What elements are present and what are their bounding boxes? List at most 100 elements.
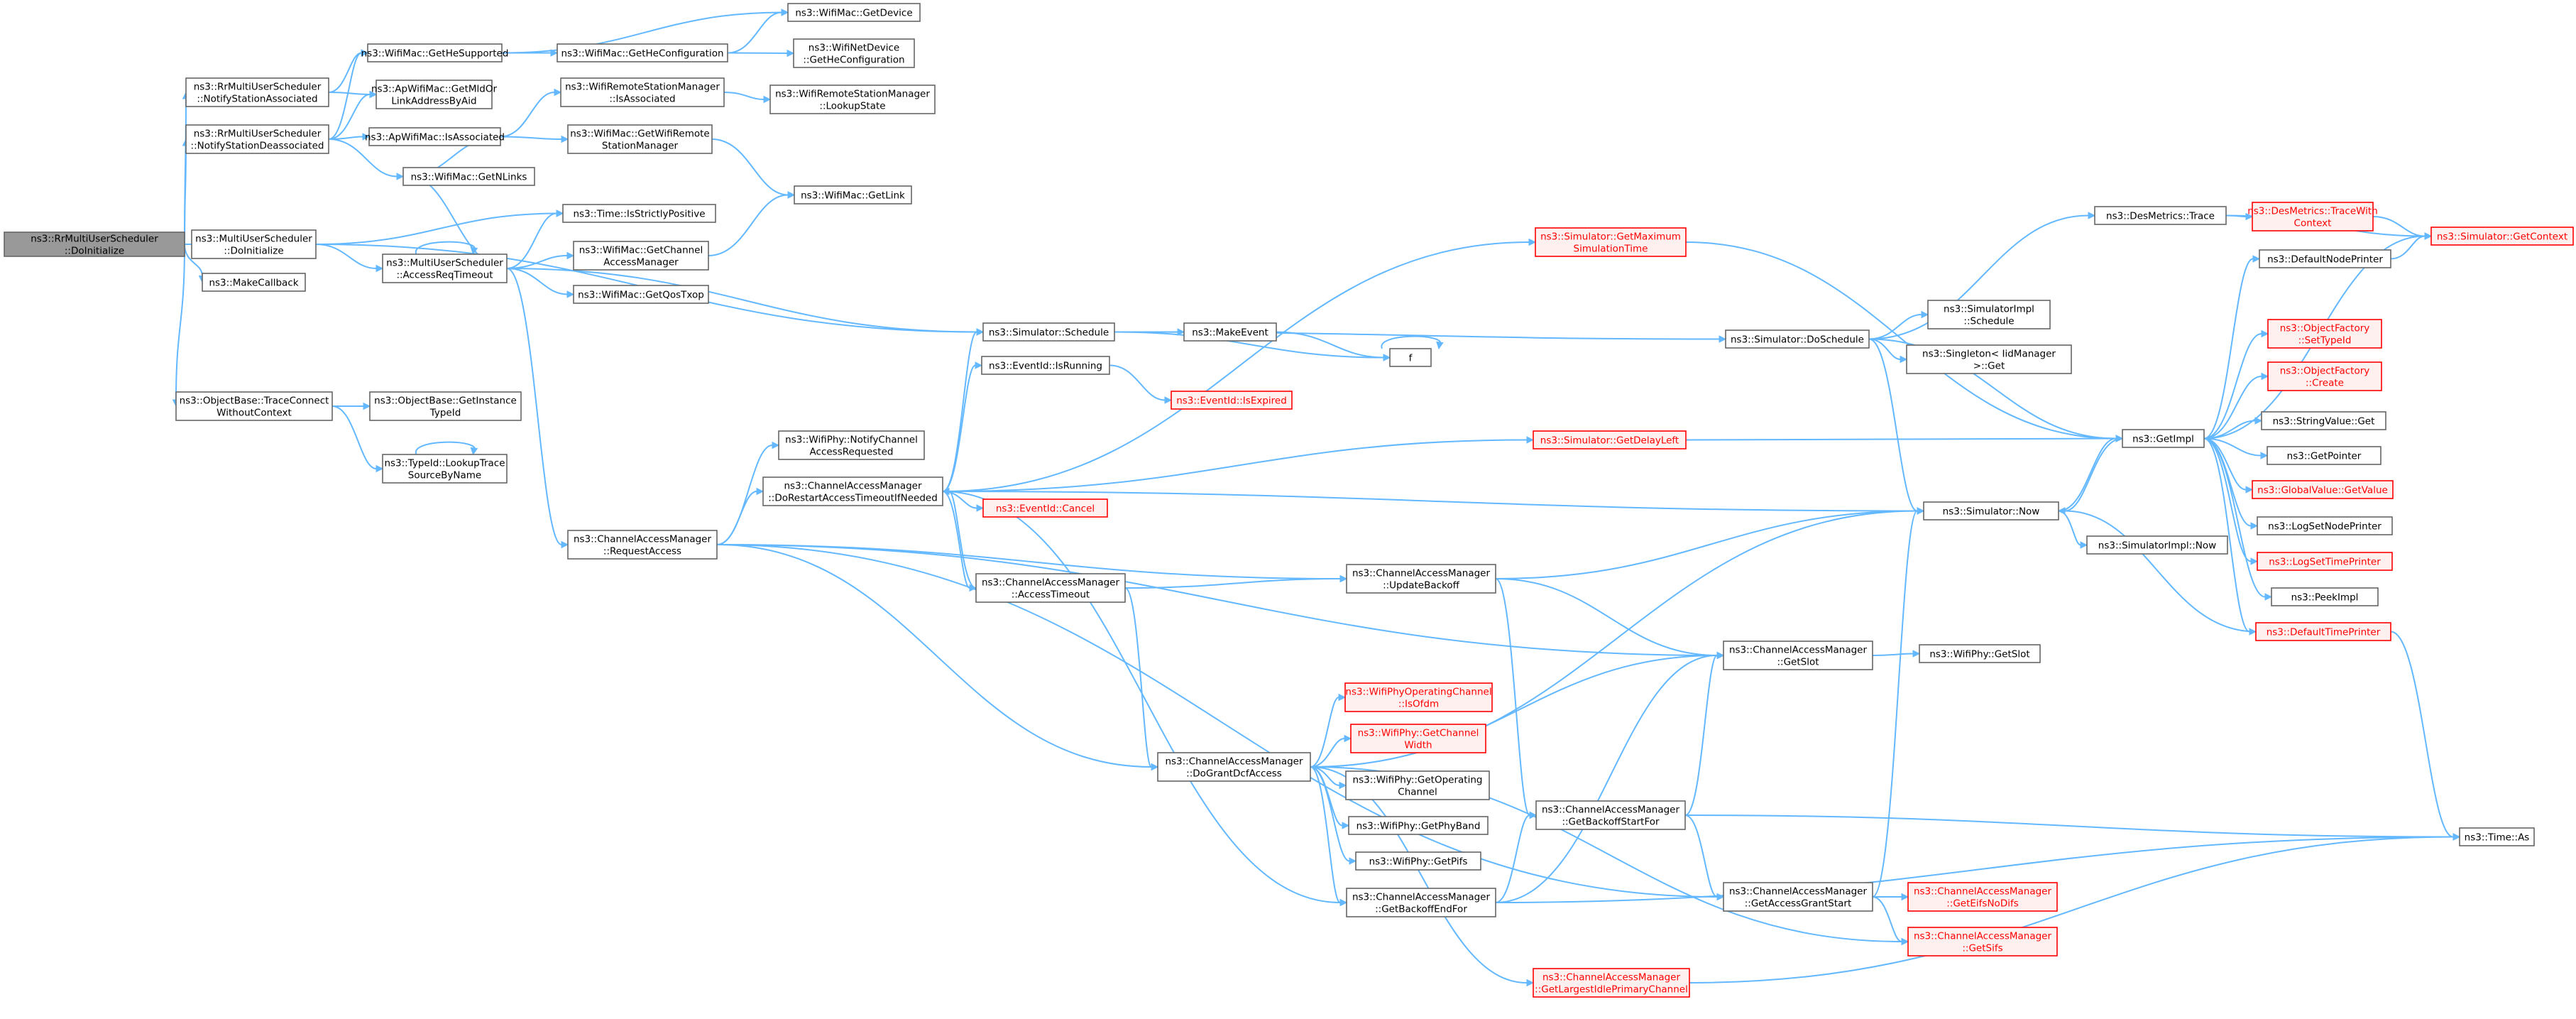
node-notifyDeassoc[interactable]: ns3::RrMultiUserScheduler::NotifyStation… — [185, 124, 329, 154]
node-getEifsNoDifs[interactable]: ns3::ChannelAccessManager::GetEifsNoDifs — [1907, 882, 2058, 912]
node-getLargestIdle[interactable]: ns3::ChannelAccessManager::GetLargestIdl… — [1533, 968, 1690, 998]
node-getBackoffEndFor[interactable]: ns3::ChannelAccessManager::GetBackoffEnd… — [1346, 888, 1496, 917]
node-box — [191, 229, 317, 259]
node-lookupState[interactable]: ns3::WifiRemoteStationManager::LookupSta… — [769, 85, 936, 114]
node-stringValueGet[interactable]: ns3::StringValue::Get — [2261, 411, 2386, 430]
edge-notifyDeassoc-to-getMldOr — [328, 90, 378, 140]
node-getNLinks[interactable]: ns3::WifiMac::GetNLinks — [402, 167, 535, 186]
edge-arrowhead — [2250, 522, 2259, 530]
node-schedule[interactable]: ns3::Simulator::Schedule — [982, 322, 1115, 342]
node-desTrace[interactable]: ns3::DesMetrics::Trace — [2094, 206, 2227, 225]
node-getDevice[interactable]: ns3::WifiMac::GetDevice — [787, 3, 921, 22]
node-doRestart[interactable]: ns3::ChannelAccessManager::DoRestartAcce… — [762, 476, 943, 506]
node-wrsmIsAssoc[interactable]: ns3::WifiRemoteStationManager::IsAssocia… — [560, 77, 725, 107]
edge-line — [500, 136, 562, 140]
edge-line — [942, 364, 976, 492]
edge-arrowhead — [2080, 541, 2088, 549]
node-notifyAssoc[interactable]: ns3::RrMultiUserScheduler::NotifyStation… — [185, 77, 329, 107]
node-muDoInit[interactable]: ns3::MultiUserScheduler::DoInitialize — [191, 229, 317, 259]
node-box — [2255, 622, 2391, 641]
node-getPifs[interactable]: ns3::WifiPhy::GetPifs — [1355, 851, 1481, 871]
node-box — [1535, 800, 1686, 830]
node-getContext[interactable]: ns3::Simulator::GetContext — [2430, 227, 2574, 246]
node-box — [562, 204, 716, 223]
node-getLink[interactable]: ns3::WifiMac::GetLink — [794, 185, 912, 205]
node-getQosTxop[interactable]: ns3::WifiMac::GetQosTxop — [573, 285, 709, 304]
edge-arrowhead — [561, 540, 569, 549]
edge-arrowhead — [376, 464, 384, 473]
node-doGrantDcf[interactable]: ns3::ChannelAccessManager::DoGrantDcfAcc… — [1157, 752, 1311, 782]
node-timeAs[interactable]: ns3::Time::As — [2459, 827, 2535, 846]
node-getHeSupported[interactable]: ns3::WifiMac::GetHeSupported — [361, 43, 509, 62]
node-isExpired[interactable]: ns3::EventId::IsExpired — [1171, 391, 1293, 410]
edge-getImpl-to-ofSetTypeId — [2203, 329, 2269, 440]
node-defaultNodePrinter[interactable]: ns3::DefaultNodePrinter — [2259, 249, 2391, 268]
edge-arrowhead — [1164, 396, 1173, 404]
edge-line — [2203, 333, 2262, 440]
node-doSchedule[interactable]: ns3::Simulator::DoSchedule — [1725, 329, 1870, 349]
node-apIsAssoc[interactable]: ns3::ApWifiMac::IsAssociated — [365, 127, 505, 146]
node-getDelayLeft[interactable]: ns3::Simulator::GetDelayLeft — [1533, 430, 1687, 449]
node-fnode[interactable]: f — [1389, 348, 1432, 367]
node-label: ::SetTypeId — [2298, 335, 2352, 347]
node-traceConnect[interactable]: ns3::ObjectBase::TraceConnectWithoutCont… — [175, 391, 333, 421]
node-makeCallback[interactable]: ns3::MakeCallback — [202, 273, 306, 292]
edge-arrowhead — [1339, 574, 1348, 583]
edge-line — [708, 194, 789, 256]
node-defaultTimePrinter[interactable]: ns3::DefaultTimePrinter — [2255, 622, 2391, 641]
node-isRunning[interactable]: ns3::EventId::IsRunning — [981, 356, 1110, 375]
node-peekImpl[interactable]: ns3::PeekImpl — [2271, 587, 2379, 606]
node-getPhyBand[interactable]: ns3::WifiPhy::GetPhyBand — [1348, 816, 1489, 835]
node-simNow[interactable]: ns3::Simulator::Now — [1923, 501, 2059, 521]
node-getBackoffStartFor[interactable]: ns3::ChannelAccessManager::GetBackoffSta… — [1535, 800, 1686, 830]
edge-arrowhead — [363, 402, 371, 410]
node-accessReqTimeout[interactable]: ns3::MultiUserScheduler::AccessReqTimeou… — [382, 254, 508, 283]
edge-line — [1310, 766, 1341, 903]
node-simImplSchedule[interactable]: ns3::SimulatorImpl::Schedule — [1927, 300, 2051, 329]
node-logSetTimePrinter[interactable]: ns3::LogSetTimePrinter — [2257, 552, 2393, 571]
edge-line — [1310, 697, 1339, 768]
node-getSifs[interactable]: ns3::ChannelAccessManager::GetSifs — [1907, 927, 2058, 957]
node-simImplNow[interactable]: ns3::SimulatorImpl::Now — [2086, 535, 2228, 555]
node-getHeConfig[interactable]: ns3::WifiMac::GetHeConfiguration — [557, 43, 728, 62]
node-requestAccess[interactable]: ns3::ChannelAccessManager::RequestAccess — [567, 530, 718, 560]
node-getSlot[interactable]: ns3::ChannelAccessManager::GetSlot — [1723, 641, 1873, 670]
node-ofSetTypeId[interactable]: ns3::ObjectFactory::SetTypeId — [2267, 319, 2382, 349]
node-ofCreate[interactable]: ns3::ObjectFactory::Create — [2267, 361, 2382, 391]
edge-doGrantDcf-to-getChannelWidth — [1310, 734, 1352, 768]
node-isStrictlyPos[interactable]: ns3::Time::IsStrictlyPositive — [562, 204, 716, 223]
node-getImpl[interactable]: ns3::GetImpl — [2122, 429, 2205, 448]
node-globalValueGet[interactable]: ns3::GlobalValue::GetValue — [2252, 480, 2394, 499]
edge-arrowhead — [1529, 811, 1538, 819]
node-box — [2271, 587, 2379, 606]
node-logSetNodePrinter[interactable]: ns3::LogSetNodePrinter — [2257, 516, 2393, 535]
node-singletonGet[interactable]: ns3::Singleton< IidManager >::Get — [1906, 344, 2072, 374]
node-box — [1345, 770, 1490, 800]
node-label: ns3::ApWifiMac::IsAssociated — [365, 132, 505, 143]
node-cancel[interactable]: ns3::EventId::Cancel — [982, 498, 1108, 518]
node-label: ns3::DefaultTimePrinter — [2267, 627, 2381, 638]
node-getPointer[interactable]: ns3::GetPointer — [2267, 446, 2382, 465]
node-box — [982, 498, 1108, 518]
node-getAccessGrantStart[interactable]: ns3::ChannelAccessManager::GetAccessGran… — [1723, 882, 1873, 912]
node-root[interactable]: ns3::RrMultiUserScheduler::DoInitialize — [4, 231, 185, 257]
node-netDevGetHeConfig[interactable]: ns3::WifiNetDevice::GetHeConfiguration — [793, 38, 915, 68]
node-notifyChannelAR[interactable]: ns3::WifiPhy::NotifyChannelAccessRequest… — [778, 430, 925, 460]
edge-getBackoffEndFor-to-getSlot — [1495, 651, 1725, 903]
node-makeEvent[interactable]: ns3::MakeEvent — [1183, 322, 1277, 342]
node-accessTimeout[interactable]: ns3::ChannelAccessManager::AccessTimeout — [975, 573, 1126, 603]
node-getWifiRemoteSM[interactable]: ns3::WifiMac::GetWifiRemoteStationManage… — [567, 124, 713, 154]
edge-getBackoffStartFor-to-timeAs — [1684, 814, 2461, 841]
node-isOfdm[interactable]: ns3::WifiPhyOperatingChannel::IsOfdm — [1344, 682, 1493, 712]
node-box — [982, 322, 1115, 342]
node-updateBackoff[interactable]: ns3::ChannelAccessManager::UpdateBackoff — [1346, 564, 1496, 594]
node-phyGetSlot[interactable]: ns3::WifiPhy::GetSlot — [1919, 644, 2041, 663]
